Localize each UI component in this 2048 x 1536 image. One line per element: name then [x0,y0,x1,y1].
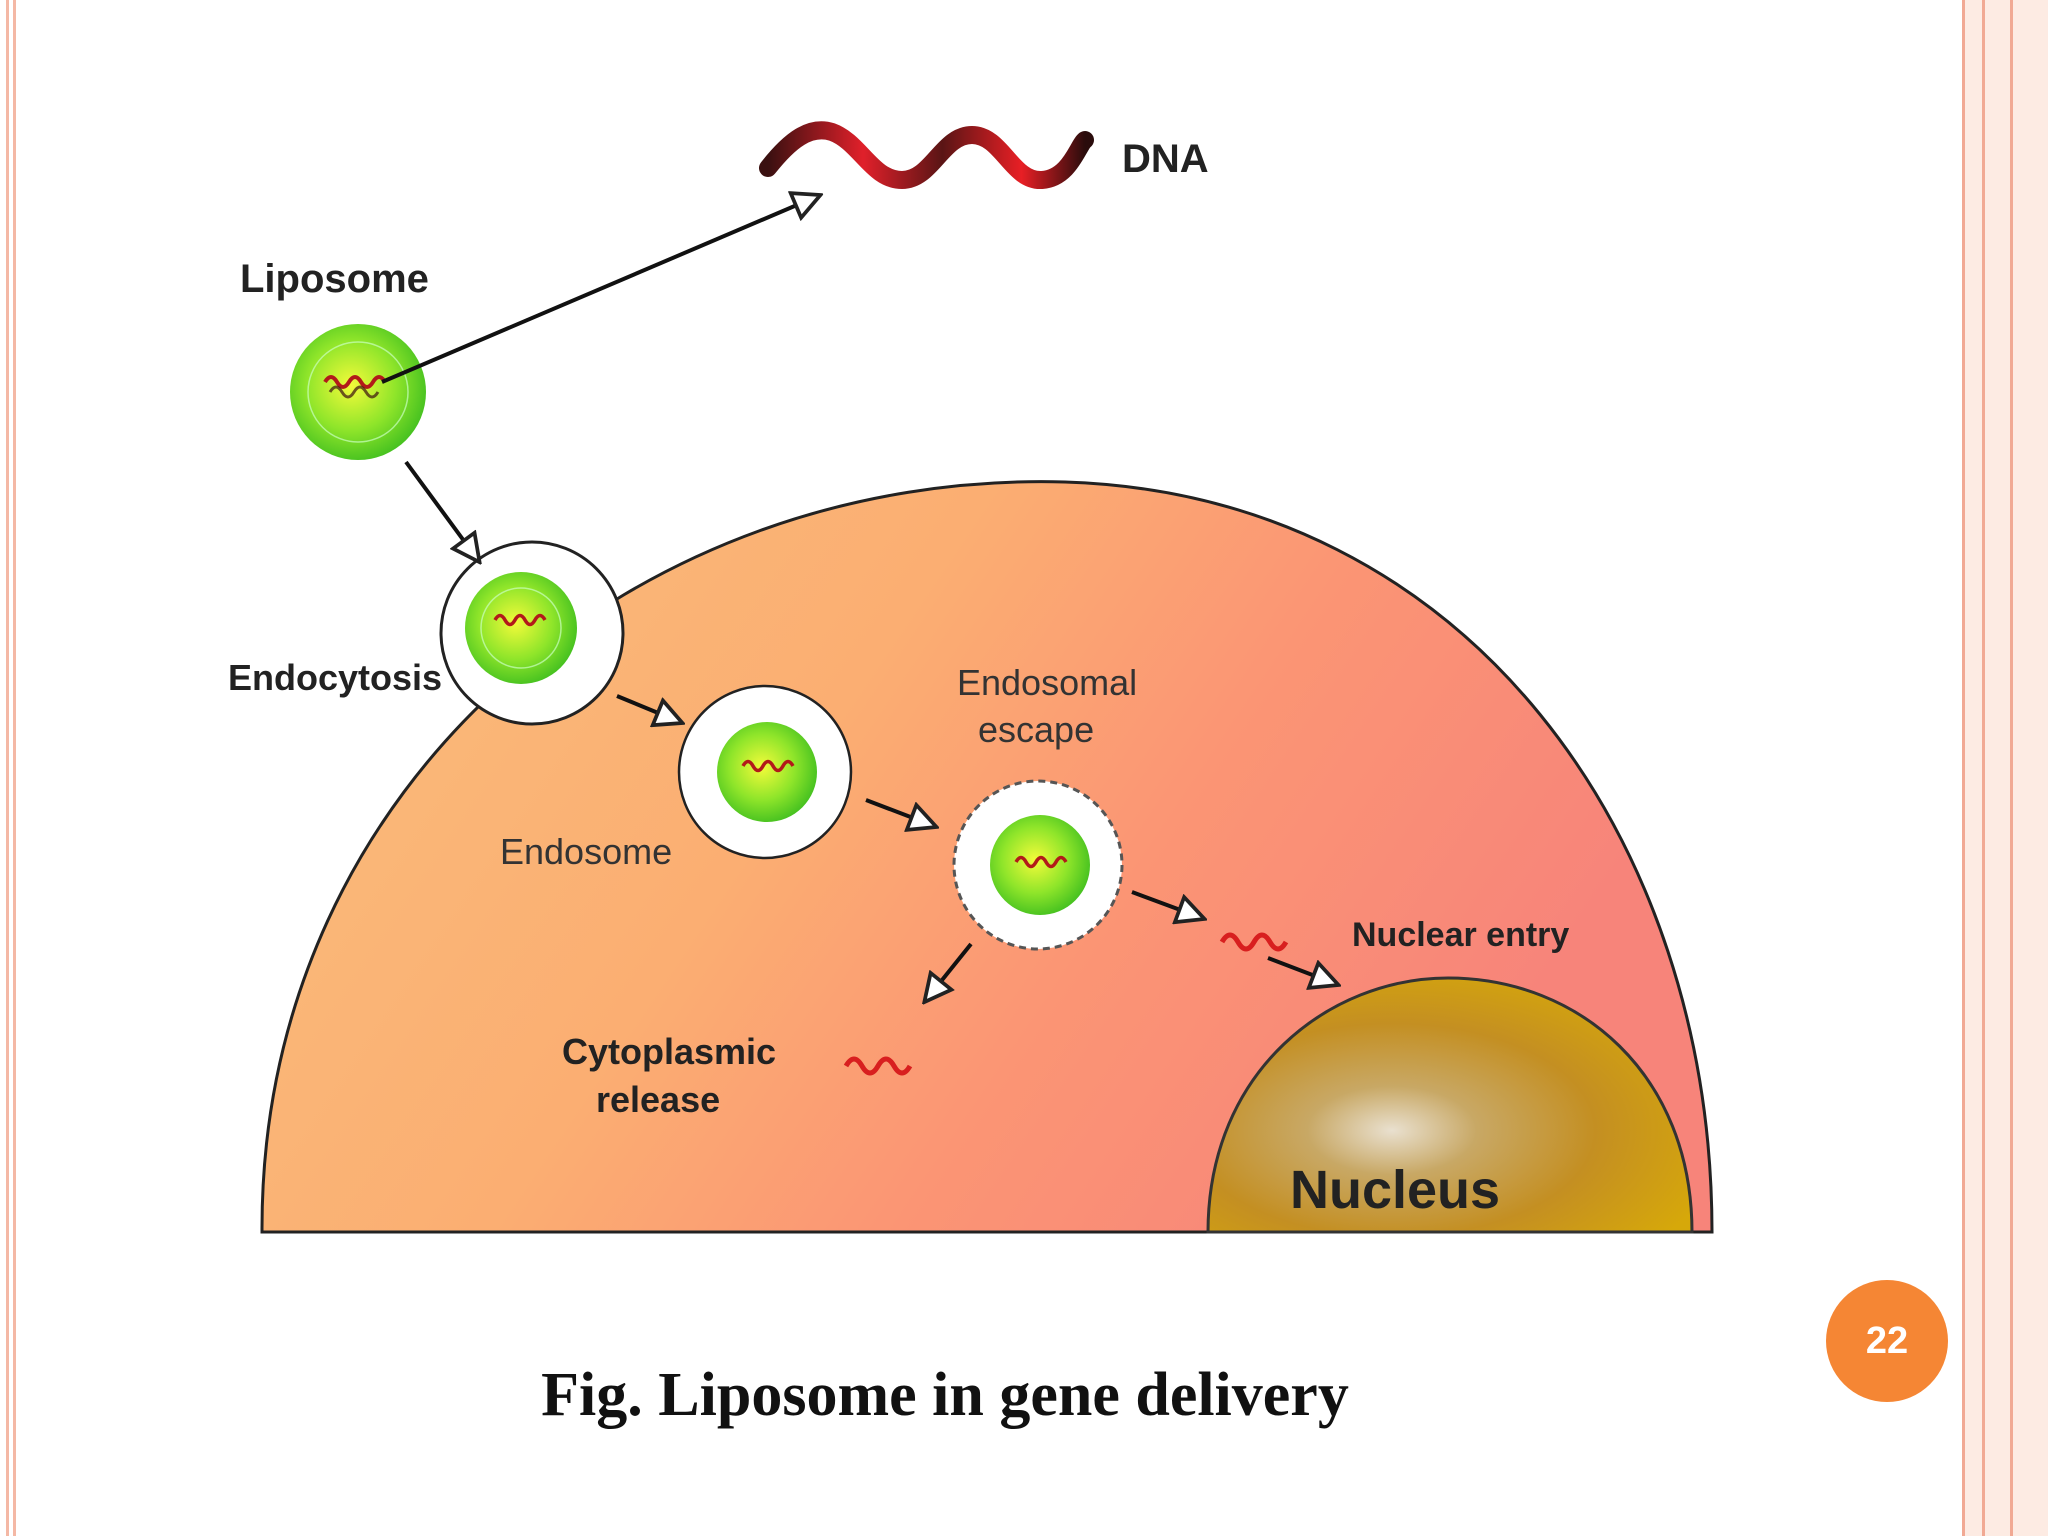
arrow-to-nucleus [1267,956,1336,984]
nucleus [1206,976,1694,1234]
liposome-free [290,324,426,460]
cytoplasmic-dna-strand-icon [843,1056,913,1076]
label-nuclear-entry: Nuclear entry [1352,916,1569,954]
arrow-escape-to-release [1131,890,1202,918]
label-endosomal-escape-line1: Endosomal [957,662,1137,703]
label-endosome: Endosome [500,831,672,872]
arrow-liposome-to-dna [381,196,818,384]
label-cytoplasmic-release-line1: Cytoplasmic [562,1031,776,1072]
page-number-badge: 22 [1826,1280,1948,1402]
released-dna-strand-icon [1219,932,1289,952]
label-liposome: Liposome [240,257,429,301]
right-border-line [1962,0,1965,1536]
right-border-line [2010,0,2013,1536]
arrow-endocytosis-to-endosome [616,694,680,722]
label-cytoplasmic-release-line2: release [596,1079,720,1120]
dna-strand-icon [759,121,1094,190]
figure-caption: Fig. Liposome in gene delivery [541,1361,1349,1429]
right-border-decoration [1962,0,2048,1536]
arrow-escape-to-cytoplasm [926,942,973,1000]
label-endocytosis: Endocytosis [228,657,442,698]
liposome-endocytosis [465,572,577,684]
left-border-decoration [6,0,16,1536]
label-endosomal-escape-line2: escape [978,709,1094,750]
right-border-line [1982,0,1985,1536]
label-nucleus: Nucleus [1290,1160,1500,1220]
liposome-endosome [717,722,817,822]
label-dna: DNA [1122,137,1209,181]
arrow-endosome-to-escape [865,798,934,826]
liposome-escape [990,815,1090,915]
page-number: 22 [1865,1319,1909,1362]
arrow-liposome-to-endocytosis [404,460,478,560]
